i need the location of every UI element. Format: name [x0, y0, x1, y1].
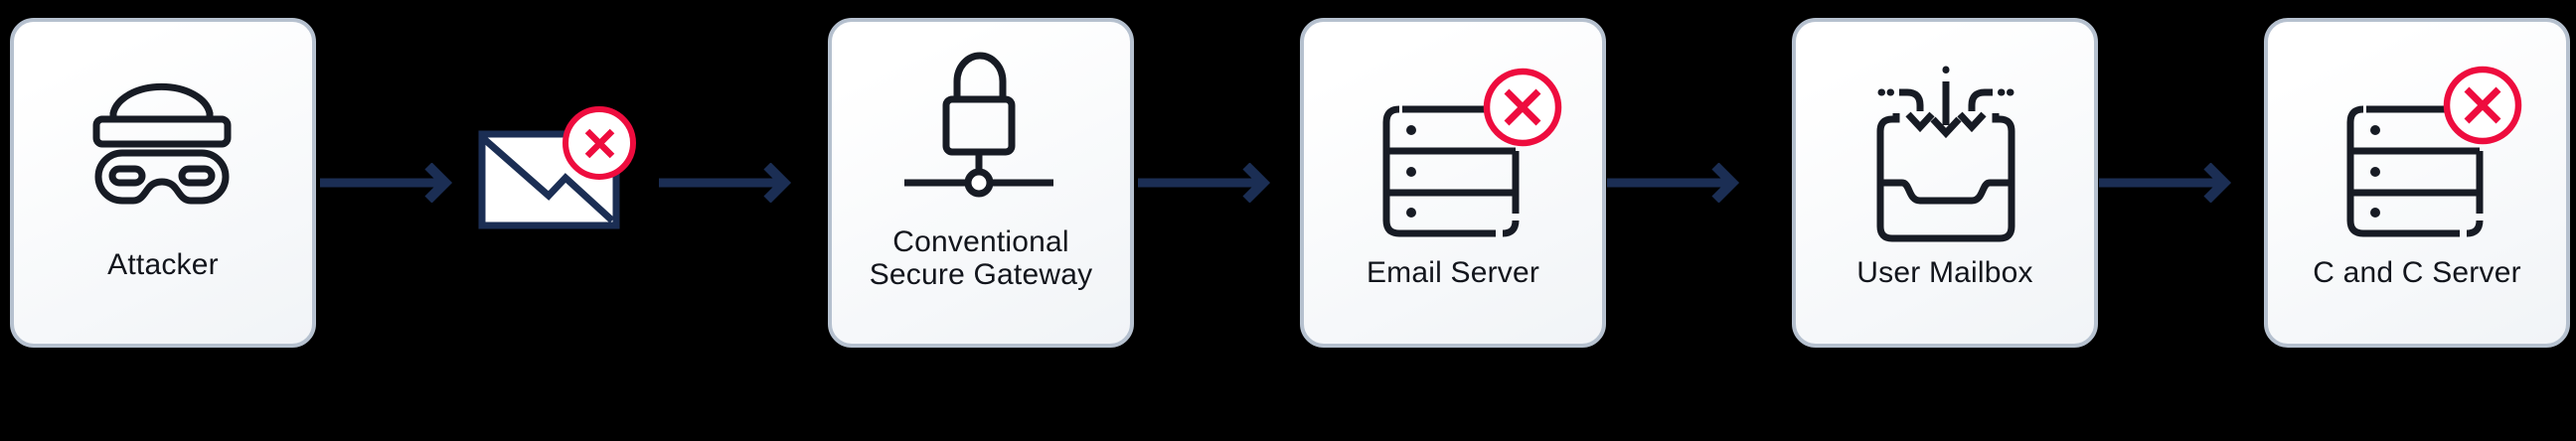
right-arrow-icon [659, 163, 792, 203]
x-blocked-badge-icon [1483, 68, 1562, 147]
node-card-secure-gateway: Conventional Secure Gateway [828, 18, 1134, 348]
node-card-user-mailbox: User Mailbox [1792, 18, 2098, 348]
node-label-user-mailbox: User Mailbox [1856, 256, 2033, 289]
cc-server-icon [2346, 66, 2522, 237]
secure-gateway-icon [904, 52, 1053, 198]
node-label-email-server: Email Server [1366, 256, 1540, 289]
node-card-email-server: Email Server [1300, 18, 1606, 348]
x-blocked-badge-icon [2443, 66, 2522, 145]
node-label-cc-server: C and C Server [2313, 256, 2521, 289]
blocked-email-icon [478, 106, 636, 229]
user-mailbox-icon [1876, 66, 2015, 242]
right-arrow-icon [1138, 163, 1271, 203]
right-arrow-icon [320, 163, 453, 203]
attacker-icon [92, 82, 232, 205]
right-arrow-icon [1607, 163, 1740, 203]
right-arrow-icon [2099, 163, 2232, 203]
node-label-attacker: Attacker [107, 248, 219, 281]
node-card-attacker: Attacker [10, 18, 316, 348]
node-label-secure-gateway: Conventional Secure Gateway [869, 225, 1093, 291]
x-blocked-badge-icon [563, 106, 636, 180]
email-server-icon [1382, 68, 1562, 237]
node-card-cc-server: C and C Server [2264, 18, 2570, 348]
